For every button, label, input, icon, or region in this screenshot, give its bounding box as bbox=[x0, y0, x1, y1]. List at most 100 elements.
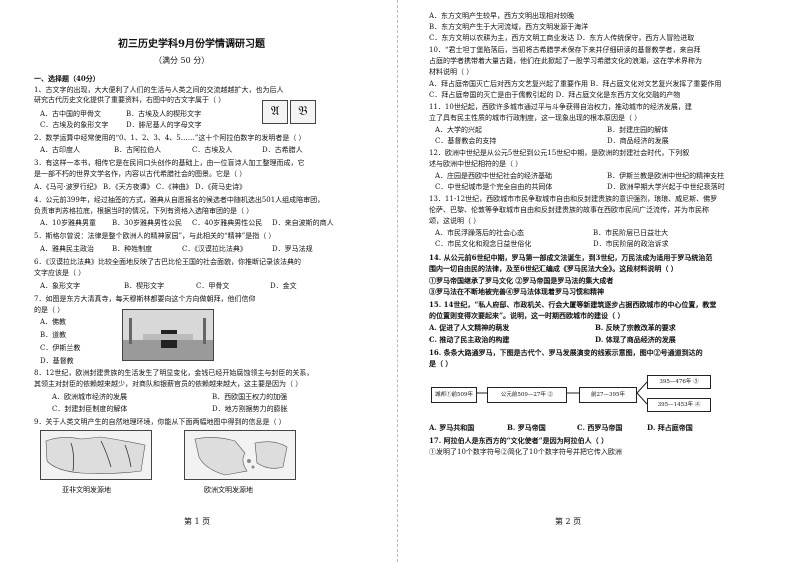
page-divider bbox=[397, 0, 398, 562]
q9-option: A．东方文明产生较早，西方文明出现相对较晚 bbox=[429, 12, 575, 20]
page-2: A．东方文明产生较早，西方文明出现相对较晚 B．东方文明产生于大河流域，西方文明… bbox=[397, 0, 794, 562]
q7-option: B．道教 bbox=[40, 331, 67, 339]
q12-option: A．庄园是西欧中世纪社会的经济基础 bbox=[435, 172, 553, 180]
q10-option: A．拜占庭帝国灭亡后对西方文艺复兴起了重要作用 B．拜占庭文化对文艺复兴发挥了重… bbox=[429, 80, 722, 88]
q13-line: 伦萨、巴黎、伦敦等争取城市自由和反封建贵族的故事在西欧市民间广泛流传，并为市民称 bbox=[429, 206, 709, 214]
map-caption-right: 欧洲文明发源地 bbox=[204, 486, 253, 494]
q5-line: 5．斯格尔曾说：法律是整个欧洲人的精神家园”，与此相关的“精神”是指（ ） bbox=[34, 232, 276, 240]
q3-options: A．《马可·波罗行纪》 B．《天方夜谭》 C．《神曲》 D．《荷马史诗》 bbox=[34, 183, 247, 191]
q5-option: A．雅典民主政治 bbox=[40, 245, 95, 253]
q16-option: A. 罗马共和国 bbox=[429, 423, 475, 432]
q11-option: D．商品经济的发展 bbox=[607, 137, 669, 145]
q10-option: C．拜占庭帝国的灭亡是由于儒教引起的 D．拜占庭文化是东西方文化交融的产物 bbox=[429, 91, 681, 99]
q4-option: C．40岁雅典男性公民 bbox=[192, 219, 263, 227]
q7-option: C．伊斯兰教 bbox=[40, 344, 81, 352]
q8-line: 其领主对封臣的依赖越来越少，对商队和银薪官员的依赖越来越大，这主要是因为（ ） bbox=[34, 380, 303, 388]
q8-line: 8．12世纪，欧洲封建贵族的生活发生了明显变化，金钱已经开始腐蚀领主与封臣的关系… bbox=[34, 369, 314, 377]
q4-option: D．来自波斯的商人 bbox=[272, 219, 334, 227]
q1-option: B．古埃及人的楔形文字 bbox=[126, 110, 202, 118]
score-note: （满分 50 分） bbox=[154, 56, 210, 65]
q7-line: 7．如图是东方大清真寺，每天穆斯林都要向这个方向做朝拜，他们信仰 bbox=[34, 295, 256, 303]
q11-option: B．封建庄园的解体 bbox=[607, 126, 669, 134]
q4-line: 4．公元前399年，经过抽签的方式，雅典从自愿报名的候选者中随机选出501人组成… bbox=[34, 196, 325, 204]
q12-option: B．伊斯兰教是欧洲中世纪的精神支柱 bbox=[607, 172, 725, 180]
ancient-glyph-image: 𝔅 bbox=[290, 100, 316, 124]
q14-line: 14. 从公元前6世纪中期，罗马第一部成文法诞生，到3世纪，万民法成为适用于罗马… bbox=[429, 253, 713, 262]
q6-option: A．象形文字 bbox=[40, 282, 81, 290]
q15-line: 的位置则变得次要起来”。说明，这一时期西欧城市的建设（ ） bbox=[429, 311, 625, 320]
flow-box-1: 城邦①前509年 bbox=[431, 387, 477, 403]
q3-line: 是一部不朽的世界文学名作，内容以古代希腊社会的图景。它是（ ） bbox=[34, 170, 247, 178]
q5-option: C．《汉谟拉比法典》 bbox=[182, 245, 247, 253]
q16-option: C. 西罗马帝国 bbox=[577, 423, 623, 432]
mosque-illustration bbox=[123, 310, 213, 360]
q12-option: D．欧洲早期大学兴起于中世纪衰落时 bbox=[607, 183, 725, 191]
q3-line: 3．有这样一本书，相传它是在民间口头创作的基础上，由一位盲诗人加工整理而成，它 bbox=[34, 159, 305, 167]
q4-option: B．30岁雅典男性公民 bbox=[112, 219, 183, 227]
q13-line: 颂，这说明（ ） bbox=[429, 217, 481, 225]
section-heading: 一、选择题（40分） bbox=[34, 74, 100, 83]
q1-line: 研究古代历史文化提供了重要资料，右图中的古文字属于（ ） bbox=[34, 96, 226, 104]
page-number: 第 2 页 bbox=[555, 517, 582, 526]
q7-option: A．佛教 bbox=[40, 318, 67, 326]
ancient-glyph-image: 𝔄 bbox=[262, 100, 288, 124]
q10-line: 10．“君士坦丁堡陷落后，当初将古希腊学术保存下来并仔细研读的基督教学者，来自拜 bbox=[429, 46, 701, 54]
q8-option: B．西欧国王权力的加强 bbox=[212, 393, 288, 401]
q13-option: A．市民浮躁落后的社会心态 bbox=[435, 229, 525, 237]
page-number: 第 1 页 bbox=[184, 517, 211, 526]
q15-option: B. 反映了宗教改革的要求 bbox=[595, 323, 676, 332]
q13-line: 13．11-12世纪，西欧城市市民争取城市自由和反封建贵族的意识强烈，琅琅、威尼… bbox=[429, 195, 718, 203]
q15-option: C. 推动了民主政治的构建 bbox=[429, 335, 510, 344]
asia-africa-map bbox=[40, 430, 152, 480]
q16-option: B. 罗马帝国 bbox=[507, 423, 546, 432]
q2-option: B．古阿拉伯人 bbox=[114, 146, 162, 154]
q16-line: 是（ ） bbox=[429, 359, 453, 368]
map-caption-left: 亚非文明发源地 bbox=[62, 486, 111, 494]
q12-line: 12．欧洲中世纪是从公元5世纪到公元15世纪中期，是欧洲的封建社会时代，下列叙 bbox=[429, 149, 690, 157]
flow-box-5: 395—1453年 ④ bbox=[647, 398, 711, 412]
q11-line: 11．10世纪起，西欧许多城市通过平与斗争获得自治权力，推动城市的经济发展，建 bbox=[429, 103, 692, 111]
q6-option: C．甲骨文 bbox=[196, 282, 230, 290]
q12-line: 述与欧洲中世纪相符的是（ ） bbox=[429, 160, 523, 168]
q6-option: B．楔形文字 bbox=[124, 282, 165, 290]
q6-line: 文字应该是（ ） bbox=[34, 269, 86, 277]
q2-option: C．古埃及人 bbox=[192, 146, 233, 154]
exam-title: 初三历史学科9月份学情调研习题 bbox=[118, 39, 265, 50]
q8-option: C．封建封臣制度的解体 bbox=[52, 405, 128, 413]
q17-item: ①发明了10个数字符号②简化了10个数字符号并把它传入欧洲 bbox=[429, 448, 622, 456]
q1-line: 1、古文字的出现，大大便利了人们的生活与人类之间的交流越越扩大，也为后人 bbox=[34, 86, 284, 94]
q13-option: D．市民阶层的政治诉求 bbox=[593, 240, 669, 248]
q16-line: 16. 条条大路通罗马，下图是古代个、罗马发展演变的线索示意图，图中②号通道到达… bbox=[429, 348, 703, 357]
q5-option: B．种姓制度 bbox=[112, 245, 153, 253]
mosque-photo bbox=[122, 309, 214, 361]
page-1: 初三历史学科9月份学情调研习题 （满分 50 分） 一、选择题（40分） 1、古… bbox=[34, 39, 334, 526]
q15-option: A. 促进了人文精神的萌发 bbox=[429, 323, 510, 332]
q8-option: A．欧洲城市经济的发展 bbox=[52, 393, 128, 401]
q5-option: D．罗马法规 bbox=[272, 245, 313, 253]
q4-option: A．10岁雅典男童 bbox=[40, 219, 96, 227]
q9-option: B．东方文明产生于大河流域，西方文明发源于海洋 bbox=[429, 23, 589, 31]
q13-option: C．市民文化和观念日益世俗化 bbox=[435, 240, 532, 248]
europe-map bbox=[184, 430, 296, 480]
q14-item: ③罗马法在不断地被完善④罗马法体现着罗马习惯和精神 bbox=[429, 287, 604, 296]
flow-box-2: 公元前509—27年 ② bbox=[487, 387, 567, 403]
glyph-a: 𝔄 bbox=[270, 104, 280, 119]
q10-line: 占庭的学者携带着大量古籍，他们在此掀起了一股学习希腊文化的浪潮，这在学术界称为 bbox=[429, 57, 702, 65]
q2-option: A．古印度人 bbox=[40, 146, 81, 154]
q13-option: B．市民阶层已日益壮大 bbox=[593, 229, 669, 237]
q1-option: C．古埃及的象形文字 bbox=[40, 121, 109, 129]
q14-line: 围内一切自由民的法律，及至6世纪汇编成《罗马民法大全》。这段材料说明（ ） bbox=[429, 264, 678, 273]
q2-option: D．古希腊人 bbox=[262, 146, 303, 154]
q9-option: C．东方文明以农耕为主，西方文明工商业发达 D．东方人传统保守，西方人冒险进取 bbox=[429, 34, 695, 42]
q11-option: C．基督教会的支持 bbox=[435, 137, 497, 145]
q15-line: 15. 14世纪，“私人府邸、市政机关、行会大厦等新建筑逐步占据西欧城市的中心位… bbox=[429, 300, 717, 309]
flow-box-4: 395—476年 ③ bbox=[647, 375, 711, 389]
q7-line: 的是（ ） bbox=[34, 306, 65, 314]
q15-option: D. 体现了商品经济的发展 bbox=[595, 335, 676, 344]
q11-option: A．大学的兴起 bbox=[435, 126, 483, 134]
flow-box-3: 前27—395年 bbox=[579, 387, 637, 403]
map-asia-africa-illustration bbox=[41, 431, 151, 479]
q8-option: D．地方割据势力的膨胀 bbox=[212, 405, 288, 413]
q6-option: D．金文 bbox=[270, 282, 297, 290]
map-europe-illustration bbox=[185, 431, 295, 479]
